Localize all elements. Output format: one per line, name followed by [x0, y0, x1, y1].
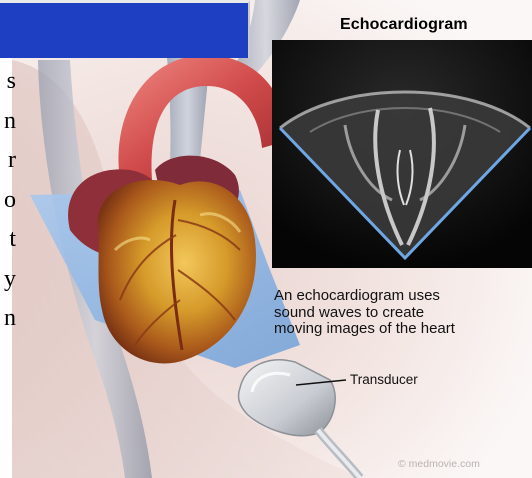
- diagram-title: Echocardiogram: [340, 16, 468, 34]
- cut-letter: r: [0, 141, 16, 181]
- transducer-label: Transducer: [350, 372, 418, 387]
- cut-off-page-text: s n r o t y n: [0, 62, 16, 339]
- cut-letter: t: [0, 220, 16, 260]
- cut-letter: n: [0, 299, 16, 339]
- top-blue-bar: [0, 0, 250, 58]
- cut-letter: n: [0, 102, 16, 142]
- caption-line: An echocardiogram uses: [274, 288, 530, 305]
- cut-letter: y: [0, 260, 16, 300]
- cut-letter: o: [0, 181, 16, 221]
- caption-line: sound waves to create: [274, 305, 530, 322]
- diagram-caption: An echocardiogram uses sound waves to cr…: [274, 288, 530, 338]
- caption-line: moving images of the heart: [274, 321, 530, 338]
- cut-letter: s: [0, 62, 16, 102]
- credit-watermark: © medmovie.com: [398, 458, 480, 470]
- echo-image-panel: [272, 40, 532, 268]
